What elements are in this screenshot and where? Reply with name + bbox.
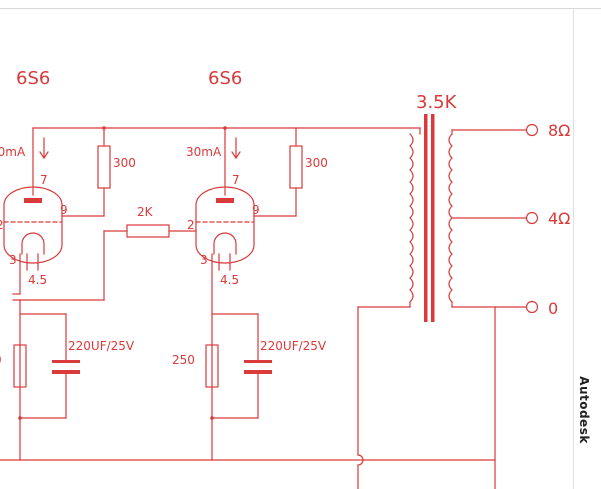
right-tube-cathode <box>213 232 237 255</box>
left-tube-cathode <box>21 232 45 255</box>
right-cap-plate-top <box>244 360 272 363</box>
left-pin-heater: 3 <box>9 253 17 267</box>
terminal-4-ohm <box>525 211 539 225</box>
left-cap-label: 220UF/25V <box>68 339 135 353</box>
output-8-label: 8Ω <box>548 121 570 140</box>
right-pin-cathode: 4.5 <box>220 273 239 287</box>
left-plate-resistor-label: 300 <box>113 156 136 170</box>
coupling-resistor <box>126 224 170 238</box>
right-cathode-resistor-label: 250 <box>172 353 195 367</box>
left-pin-side: 2 <box>0 218 4 232</box>
output-0-label: 0 <box>548 299 558 318</box>
left-cathode-resistor <box>13 344 27 388</box>
right-border <box>573 8 574 489</box>
left-tube-anode <box>24 198 42 203</box>
right-pin-heater: 3 <box>200 253 208 267</box>
top-border <box>0 0 601 9</box>
left-cap-plate-bottom <box>52 370 80 374</box>
coupling-resistor-label: 2K <box>137 205 154 219</box>
right-plate-current: 30mA <box>186 145 222 159</box>
primary-winding <box>409 133 414 303</box>
left-cap-plate-top <box>52 360 80 363</box>
output-4-label: 4Ω <box>548 209 570 228</box>
right-tube-label: 6S6 <box>208 68 242 89</box>
terminal-0 <box>525 300 539 314</box>
left-pin-cathode: 4.5 <box>28 273 47 287</box>
right-pin-grid: 9 <box>252 203 260 217</box>
right-cathode-resistor <box>205 344 219 388</box>
right-tube-anode <box>216 198 234 203</box>
right-plate-resistor <box>289 145 303 189</box>
left-tube-label: 6S6 <box>16 68 50 89</box>
left-pin-grid: 9 <box>60 203 68 217</box>
autodesk-watermark: Autodesk <box>577 376 591 444</box>
left-plate-resistor <box>97 145 111 189</box>
right-cap-plate-bottom <box>244 370 272 374</box>
right-tube-envelope <box>195 186 255 264</box>
transformer-core <box>424 114 435 322</box>
left-tube-envelope <box>3 186 63 264</box>
transformer-label: 3.5K <box>416 92 458 113</box>
right-cap-label: 220UF/25V <box>260 339 327 353</box>
left-plate-current: 30mA <box>0 145 26 159</box>
terminal-8-ohm <box>525 123 539 137</box>
left-pin-plate: 7 <box>40 173 48 187</box>
right-pin-plate: 7 <box>232 173 240 187</box>
svg-text:0: 0 <box>0 353 2 367</box>
right-pin-side: 2 <box>187 218 195 232</box>
right-plate-resistor-label: 300 <box>305 156 328 170</box>
